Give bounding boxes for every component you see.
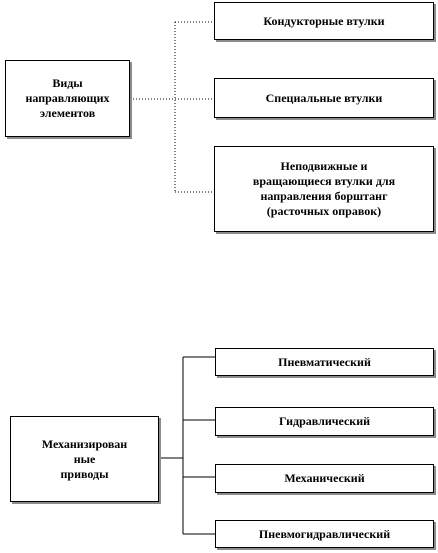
bottom-child-label-1: Пневматический	[278, 354, 371, 369]
bottom-child-label-2: Гидравлический	[278, 414, 371, 428]
bottom-root-label: Механизирован ные приводы	[41, 436, 128, 481]
top-child-label-2: Специальные втулки	[265, 90, 383, 105]
bottom-child-label-3: Механический	[284, 471, 365, 485]
bottom-child-node-3: Механический	[215, 464, 434, 493]
bottom-child-node-4: Пневмогидравлический	[215, 520, 434, 548]
top-child-node-2: Специальные втулки	[214, 78, 434, 118]
top-child-node-1: Кондукторные втулки	[214, 2, 434, 40]
top-root-label: Виды направляющих элементов	[25, 76, 110, 120]
top-child-label-1: Кондукторные втулки	[263, 13, 385, 28]
bottom-root-node: Механизирован ные приводы	[10, 416, 159, 502]
top-child-node-3: Неподвижные и вращающиеся втулки для нап…	[214, 146, 434, 232]
top-child-label-3: Неподвижные и вращающиеся втулки для нап…	[252, 159, 396, 218]
bottom-child-label-4: Пневмогидравлический	[258, 526, 391, 541]
bottom-child-node-1: Пневматический	[215, 348, 434, 376]
bottom-child-node-2: Гидравлический	[215, 407, 434, 436]
top-root-node: Виды направляющих элементов	[5, 60, 130, 137]
